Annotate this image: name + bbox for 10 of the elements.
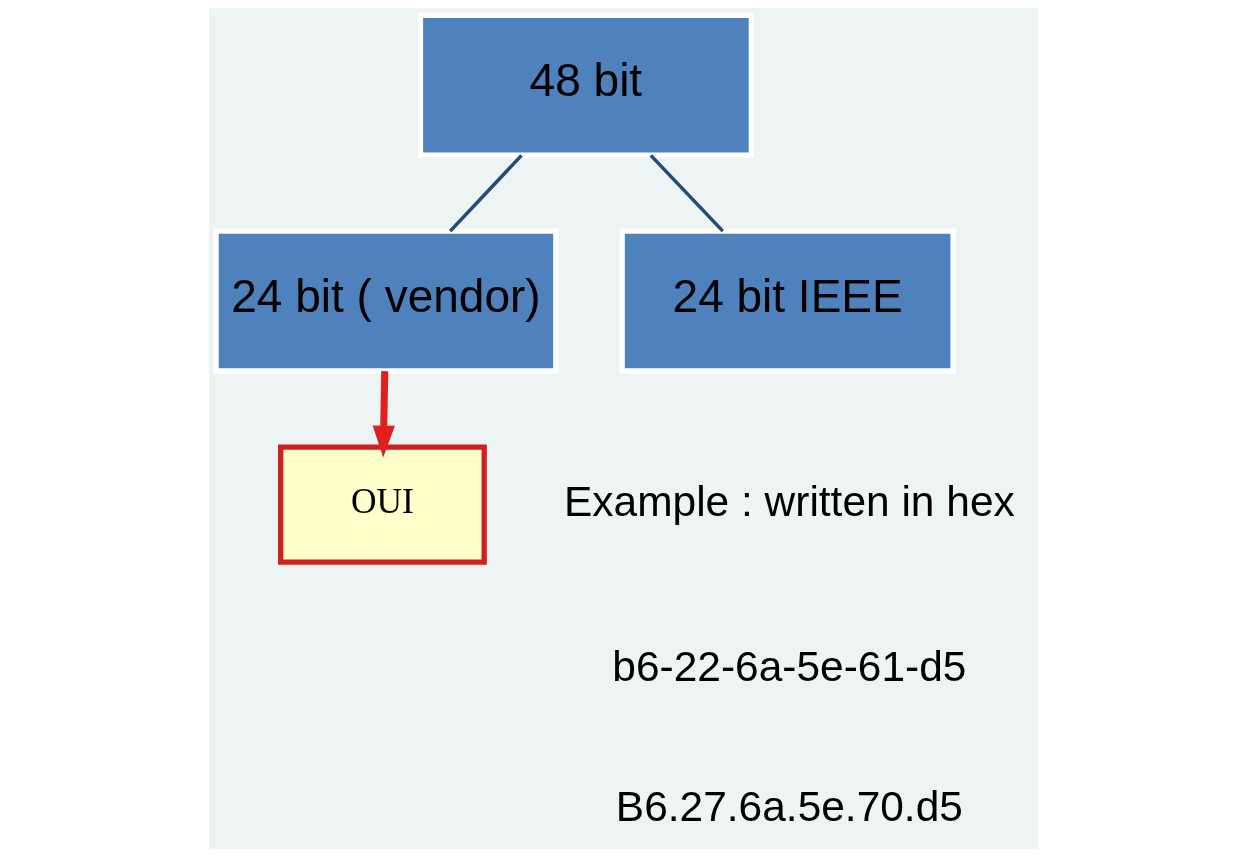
- label: B6.27.6a.5e.70.d5: [615, 782, 963, 830]
- node-box: 24 bit IEEE: [619, 228, 956, 374]
- node-box: 24 bit ( vendor): [213, 228, 559, 374]
- node-box: OUI: [278, 444, 487, 565]
- arrow: [372, 371, 395, 458]
- connector: [448, 154, 523, 233]
- label: Example : written in hex: [564, 477, 1015, 525]
- node-box: 48 bit: [417, 12, 754, 158]
- connector: [649, 154, 725, 233]
- label: b6-22-6a-5e-61-d5: [612, 643, 967, 690]
